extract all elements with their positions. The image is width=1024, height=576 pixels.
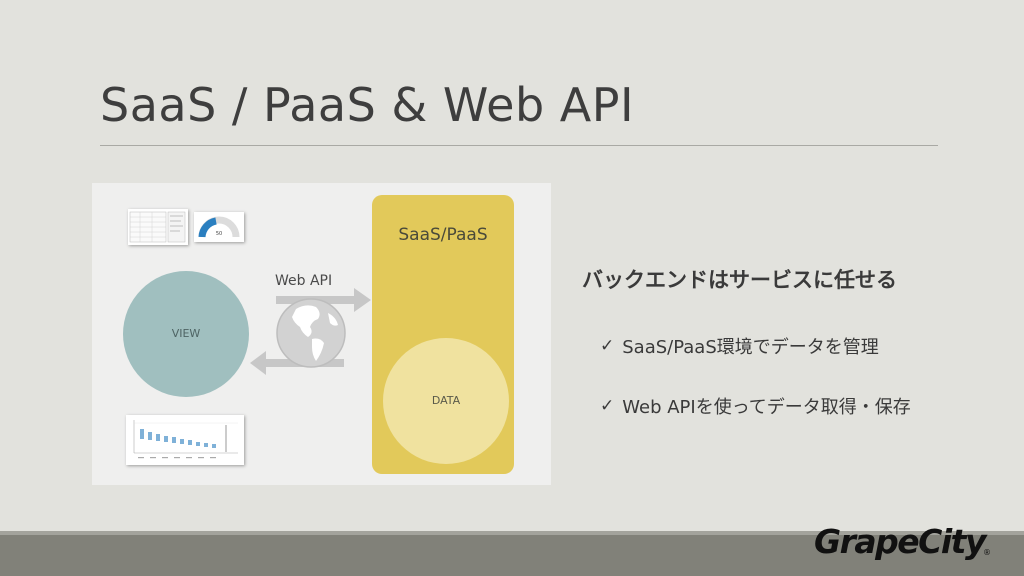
gauge-value: 50 [215, 231, 223, 237]
globe-icon [276, 298, 346, 368]
grapecity-logo: GrapeCity [814, 522, 986, 561]
grid-thumbnail [128, 209, 188, 245]
footer-bar [0, 531, 1024, 576]
architecture-diagram: 50 VIEW Web API [92, 183, 551, 485]
check-icon: ✓ [600, 336, 615, 356]
saas-paas-label: SaaS/PaaS [398, 225, 488, 245]
webapi-label: Web API [275, 273, 333, 289]
chart-thumbnail-graphic [133, 420, 238, 459]
grid-thumbnail-graphic [129, 211, 186, 243]
gauge-thumbnail-graphic [198, 216, 240, 238]
bullet-item: ✓ Web APIを使ってデータ取得・保存 [600, 393, 911, 419]
bullet-text: SaaS/PaaS環境でデータを管理 [622, 337, 879, 358]
bullets-heading: バックエンドはサービスに任せる [582, 268, 897, 292]
bullet-text: Web APIを使ってデータ取得・保存 [622, 397, 911, 418]
data-circle: DATA [383, 338, 509, 464]
registered-mark: ® [983, 548, 991, 557]
arrows-globe [250, 288, 371, 375]
slide-title: SaaS / PaaS & Web API [100, 78, 635, 132]
view-label: VIEW [171, 327, 201, 340]
title-divider [100, 145, 938, 146]
footer-accent [0, 531, 1024, 535]
bullet-item: ✓ SaaS/PaaS環境でデータを管理 [600, 333, 879, 359]
data-label: DATA [431, 394, 461, 407]
saas-paas-panel: SaaS/PaaS DATA [372, 195, 514, 474]
gauge-thumbnail: 50 [194, 212, 244, 242]
chart-thumbnail [126, 415, 244, 465]
view-circle: VIEW [123, 271, 249, 397]
check-icon: ✓ [600, 396, 615, 416]
